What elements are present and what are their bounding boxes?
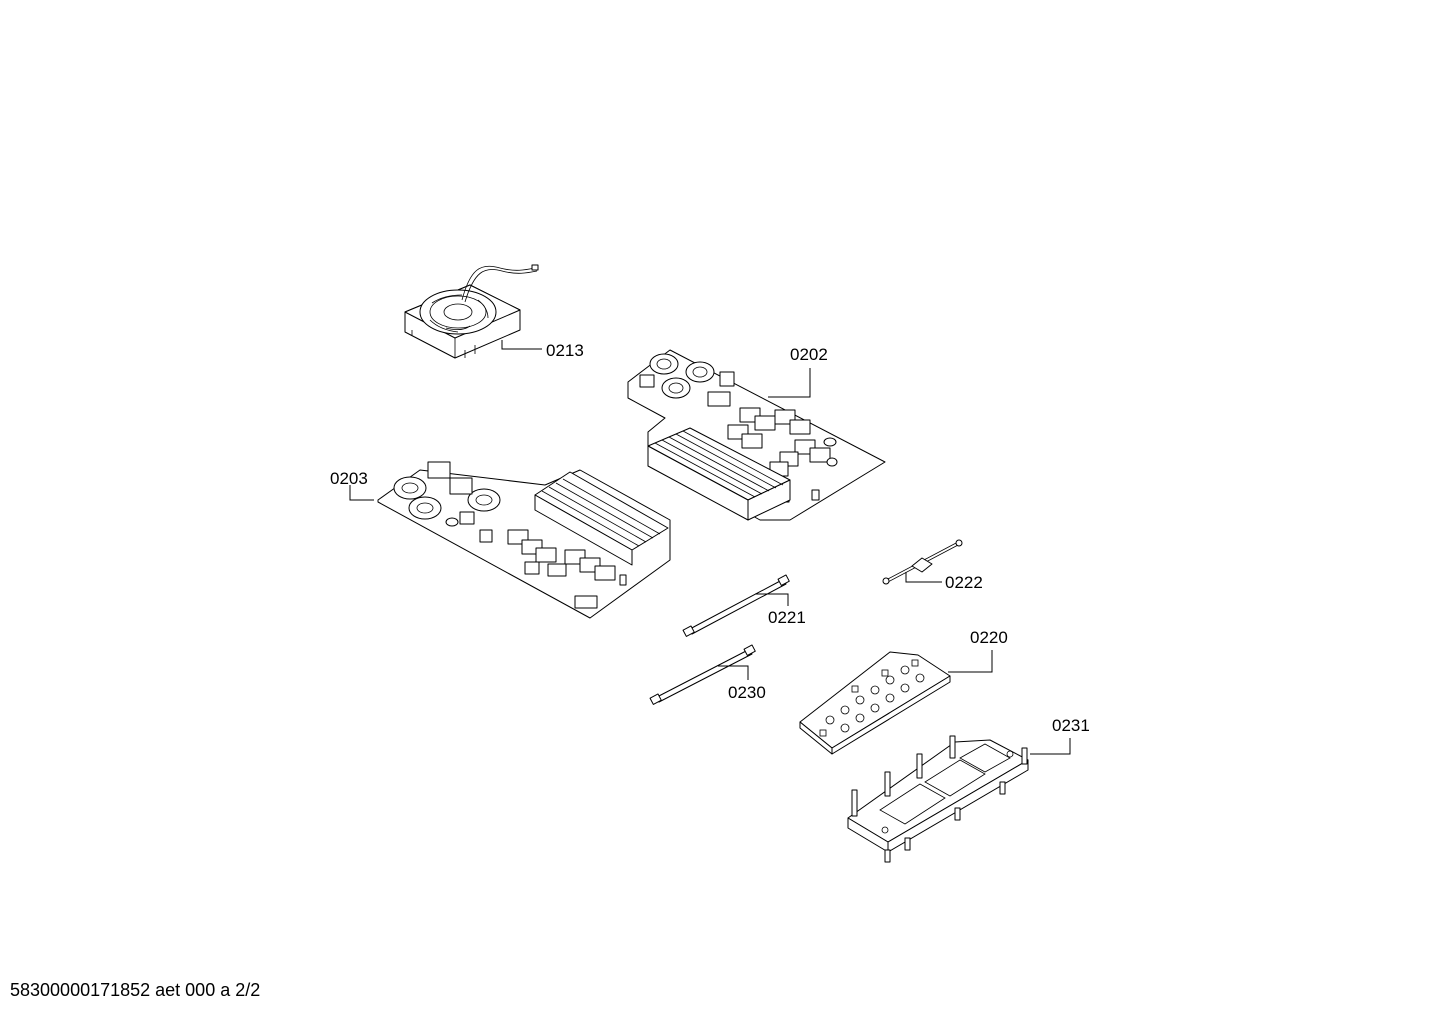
- drawing-code: 58300000171852 aet 000 a 2/2: [10, 980, 261, 1000]
- leader-0221: [755, 593, 789, 606]
- part-0203-power-board[interactable]: [377, 461, 671, 619]
- part-0221-ribbon-cable[interactable]: [682, 574, 790, 637]
- part-0230-control-board[interactable]: [799, 651, 951, 755]
- part-0222-ferrite-cable[interactable]: [882, 539, 963, 585]
- leader-0231: [1030, 738, 1071, 755]
- label-0202: 0202: [790, 345, 828, 364]
- leader-0202: [768, 368, 811, 398]
- leader-0222: [905, 572, 942, 583]
- label-0221: 0221: [768, 608, 806, 627]
- label-0220: 0230: [728, 683, 766, 702]
- leader-0203: [349, 485, 374, 501]
- label-0231: 0231: [1052, 716, 1090, 735]
- part-0231-carrier-frame[interactable]: [847, 735, 1029, 863]
- part-0213-fan[interactable]: [404, 264, 539, 359]
- label-0203: 0203: [330, 469, 368, 488]
- leader-0230: [948, 650, 993, 673]
- label-0213: 0213: [546, 341, 584, 360]
- part-0202-power-board[interactable]: [627, 349, 886, 521]
- leader-0213: [501, 340, 542, 350]
- label-0222: 0222: [945, 573, 983, 592]
- leader-0220: [718, 665, 749, 680]
- label-0230: 0220: [970, 628, 1008, 647]
- part-0220-ribbon-cable[interactable]: [649, 644, 756, 705]
